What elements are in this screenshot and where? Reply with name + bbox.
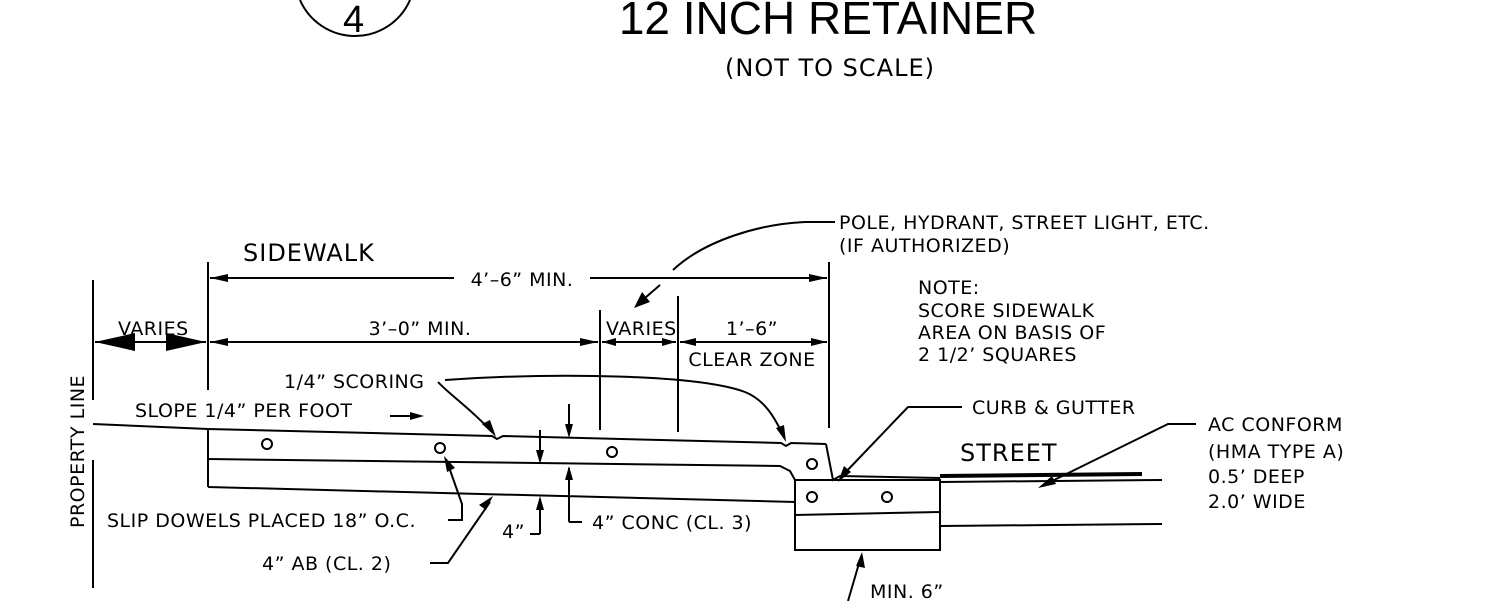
arrowhead	[210, 274, 228, 282]
arrowhead	[662, 338, 676, 346]
curb-face	[825, 443, 941, 482]
detail-subtitle: (NOT TO SCALE)	[725, 54, 935, 82]
arrowhead	[565, 424, 573, 438]
ac-conform-leader	[1045, 423, 1196, 485]
ab-thickness-label: 4”	[502, 521, 525, 543]
arrowhead	[856, 552, 865, 568]
detail-number: 4	[343, 0, 364, 41]
scoring-leader-right	[444, 374, 785, 438]
arrowhead	[482, 420, 496, 437]
detail-title: 12 INCH RETAINER	[619, 0, 1037, 44]
dowel-icon	[606, 446, 618, 458]
min6-leader	[847, 559, 861, 601]
pole-note-line2: (IF AUTHORIZED)	[839, 235, 1010, 257]
arrowhead	[536, 450, 544, 464]
arrowhead	[210, 338, 228, 346]
sidewalk-top-surface	[207, 428, 827, 448]
curb-gutter-joint	[794, 511, 941, 516]
dim-varies-left-label: VARIES	[118, 318, 189, 340]
dowel-icon	[434, 442, 446, 454]
arrowhead	[410, 412, 424, 420]
arrowhead	[580, 338, 598, 346]
ac-note-line: 0.5’ DEEP	[1208, 466, 1305, 488]
ab-label: 4” AB (CL. 2)	[262, 553, 391, 575]
street-base	[939, 523, 1163, 527]
clear-zone-label: CLEAR ZONE	[688, 349, 815, 371]
curb-gutter-leader	[841, 406, 962, 477]
dowels-label: SLIP DOWELS PLACED 18” O.C.	[107, 510, 416, 532]
arrowhead	[809, 274, 827, 282]
dowel-icon	[806, 458, 818, 470]
scoring-label: 1/4” SCORING	[284, 371, 424, 393]
note-line: NOTE:	[918, 277, 980, 299]
min6-label: MIN. 6”	[870, 581, 944, 601]
dowel-leader	[448, 469, 463, 521]
base-bottom	[207, 486, 796, 503]
arrowhead	[602, 338, 616, 346]
arrowhead	[776, 425, 786, 442]
dim-1ft6-label: 1’–6”	[726, 318, 778, 340]
dim-varies-mid-label: VARIES	[606, 318, 677, 340]
arrowhead	[811, 338, 827, 346]
dowel-icon	[881, 491, 893, 503]
detail-number-bubble	[299, 0, 411, 38]
sidewalk-label: SIDEWALK	[243, 239, 375, 267]
arrowhead	[95, 333, 135, 351]
arrowhead	[444, 456, 455, 472]
arrowhead	[536, 496, 544, 510]
note-line: 2 1/2’ SQUARES	[918, 344, 1077, 366]
arrowhead	[479, 496, 493, 510]
ground-surface-left	[92, 423, 209, 430]
conc-label: 4” CONC (CL. 3)	[592, 512, 752, 534]
arrowhead	[166, 333, 206, 351]
arrowhead	[634, 292, 650, 308]
ac-note-line: (HMA TYPE A)	[1208, 441, 1344, 463]
arrowhead	[565, 466, 573, 480]
ac-note-line: 2.0’ WIDE	[1208, 491, 1306, 513]
arrowhead	[680, 338, 696, 346]
slab-bottom	[207, 458, 796, 515]
note-line: AREA ON BASIS OF	[918, 322, 1106, 344]
dowel-icon	[261, 438, 273, 450]
arrowhead	[1038, 476, 1056, 488]
pole-leader	[672, 221, 835, 271]
pole-note-line1: POLE, HYDRANT, STREET LIGHT, ETC.	[839, 212, 1210, 234]
property-line-label: PROPERTY LINE	[67, 375, 89, 528]
dim-overall-label: 4’–6” MIN.	[471, 269, 574, 291]
slope-label: SLOPE 1/4” PER FOOT	[135, 400, 353, 422]
arrowhead	[838, 466, 851, 482]
street-label: STREET	[960, 439, 1058, 467]
dowel-icon	[806, 491, 818, 503]
ab-leader	[430, 501, 491, 564]
note-line: SCORE SIDEWALK	[918, 300, 1095, 322]
ac-note-line: AC CONFORM	[1208, 414, 1343, 436]
street-surface	[939, 472, 1143, 478]
dim-3ft-label: 3’–0” MIN.	[369, 318, 472, 340]
curb-gutter-label: CURB & GUTTER	[972, 397, 1136, 419]
